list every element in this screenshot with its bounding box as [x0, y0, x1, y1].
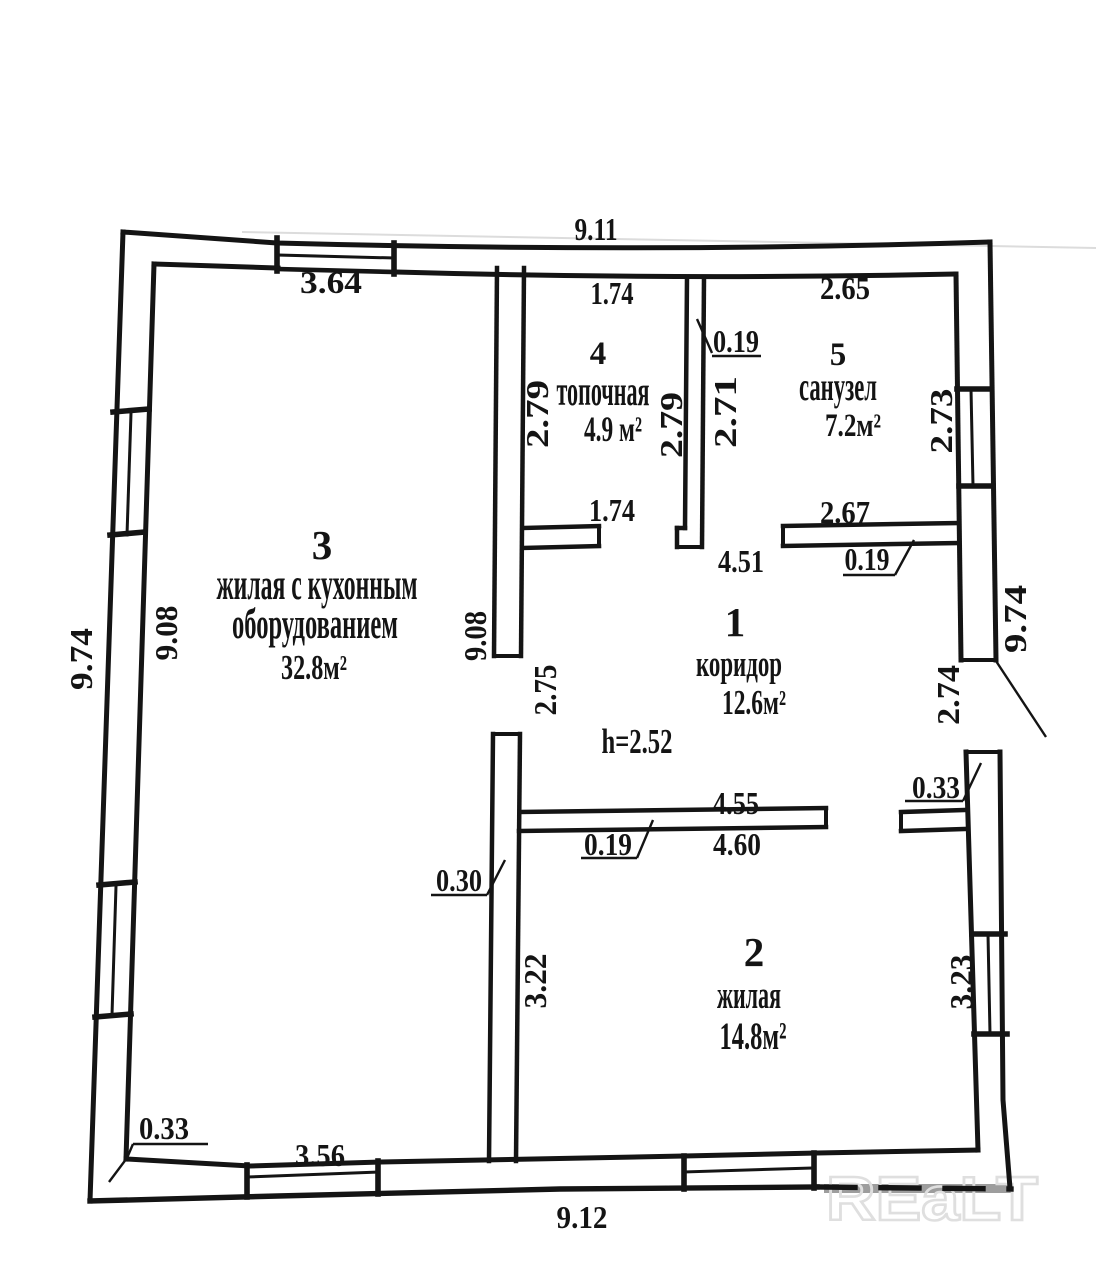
- svg-text:2.74: 2.74: [930, 665, 966, 725]
- svg-text:9.12: 9.12: [557, 1199, 608, 1235]
- svg-text:4.55: 4.55: [713, 785, 759, 821]
- svg-text:3.23: 3.23: [943, 955, 979, 1010]
- svg-text:2.79: 2.79: [519, 380, 555, 448]
- svg-text:3: 3: [312, 522, 333, 568]
- svg-text:2.75: 2.75: [527, 665, 563, 716]
- svg-text:жилая с кухонным: жилая с кухонным: [217, 560, 418, 609]
- svg-text:2.73: 2.73: [923, 389, 959, 454]
- svg-text:9.74: 9.74: [63, 628, 99, 690]
- svg-text:жилая: жилая: [717, 974, 781, 1017]
- svg-text:h=2.52: h=2.52: [602, 722, 673, 761]
- svg-text:оборудованием: оборудованием: [232, 601, 398, 648]
- svg-text:4.9 м²: 4.9 м²: [584, 409, 642, 449]
- svg-text:топочная: топочная: [557, 369, 650, 415]
- svg-text:0.19: 0.19: [713, 323, 759, 359]
- svg-text:2.71: 2.71: [707, 376, 743, 448]
- svg-text:14.8м²: 14.8м²: [720, 1015, 787, 1058]
- svg-text:0.33: 0.33: [912, 769, 960, 805]
- svg-text:0.19: 0.19: [845, 541, 890, 577]
- svg-text:2.79: 2.79: [653, 392, 689, 458]
- svg-text:4.51: 4.51: [718, 543, 764, 579]
- svg-text:1.74: 1.74: [589, 492, 635, 528]
- svg-text:9.11: 9.11: [575, 211, 618, 247]
- svg-text:REaLT: REaLT: [826, 1165, 1038, 1234]
- svg-text:12.6м²: 12.6м²: [722, 683, 786, 722]
- svg-text:санузел: санузел: [799, 364, 877, 409]
- svg-text:5: 5: [830, 337, 847, 373]
- svg-text:коридор: коридор: [696, 644, 782, 685]
- svg-text:3.22: 3.22: [517, 954, 553, 1009]
- svg-text:32.8м²: 32.8м²: [281, 648, 347, 687]
- svg-text:0.30: 0.30: [436, 862, 482, 898]
- svg-text:0.33: 0.33: [139, 1110, 189, 1146]
- svg-text:3.56: 3.56: [295, 1137, 345, 1173]
- svg-text:7.2м²: 7.2м²: [825, 408, 881, 444]
- svg-text:9.74: 9.74: [997, 585, 1033, 653]
- svg-text:1: 1: [725, 599, 746, 645]
- svg-text:0.19: 0.19: [584, 826, 632, 862]
- svg-text:9.08: 9.08: [148, 606, 184, 661]
- svg-text:2.67: 2.67: [820, 494, 870, 530]
- svg-text:2.65: 2.65: [820, 270, 870, 306]
- svg-text:4: 4: [590, 336, 607, 372]
- svg-text:2: 2: [744, 929, 765, 975]
- svg-text:9.08: 9.08: [457, 611, 493, 661]
- svg-text:1.74: 1.74: [591, 275, 634, 311]
- svg-text:3.64: 3.64: [300, 264, 362, 300]
- svg-text:4.60: 4.60: [713, 826, 761, 862]
